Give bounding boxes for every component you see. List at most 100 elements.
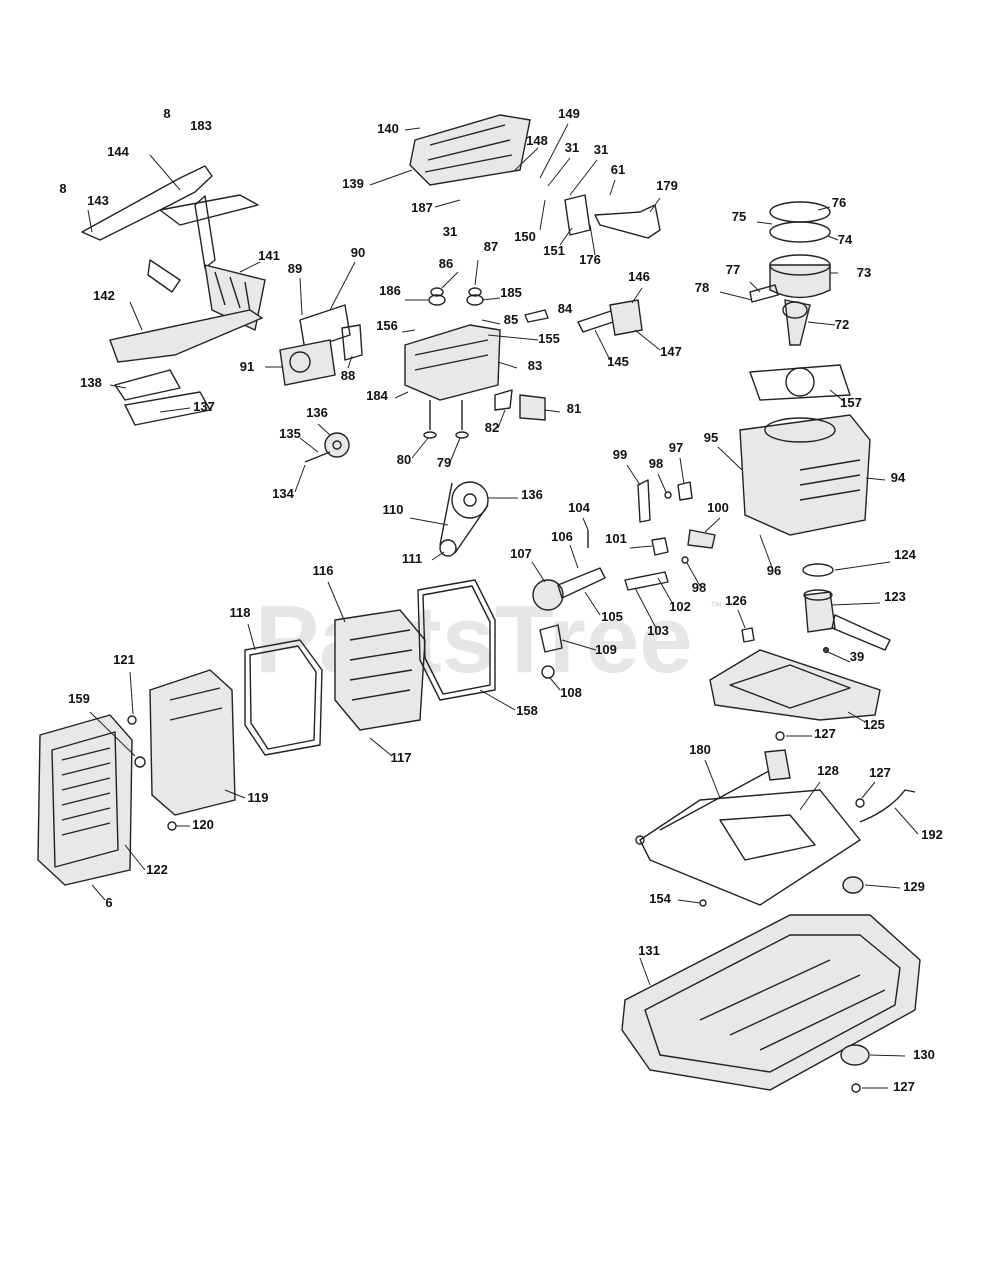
part-callout-187: 187: [411, 200, 433, 215]
part-callout-136: 136: [521, 487, 543, 502]
part-callout-148: 148: [526, 133, 548, 148]
part-callout-121: 121: [113, 652, 135, 667]
part-callout-150: 150: [514, 229, 536, 244]
part-callout-100: 100: [707, 500, 729, 515]
part-callout-6: 6: [105, 895, 112, 910]
part-callout-140: 140: [377, 121, 399, 136]
part-callout-73: 73: [857, 265, 871, 280]
part-callout-135: 135: [279, 426, 301, 441]
part-callout-104: 104: [568, 500, 590, 515]
part-callout-129: 129: [903, 879, 925, 894]
part-callout-134: 134: [272, 486, 294, 501]
part-callout-120: 120: [192, 817, 214, 832]
part-callout-149: 149: [558, 106, 580, 121]
muffler-assembly: [37, 669, 246, 901]
part-callout-108: 108: [560, 685, 582, 700]
part-callout-97: 97: [669, 440, 683, 455]
part-callout-179: 179: [656, 178, 678, 193]
rocker-arm-assembly: [577, 287, 661, 361]
part-callout-106: 106: [551, 529, 573, 544]
part-callout-31: 31: [594, 142, 608, 157]
part-callout-180: 180: [689, 742, 711, 757]
part-callout-176: 176: [579, 252, 601, 267]
part-callout-157: 157: [840, 395, 862, 410]
part-callout-107: 107: [510, 546, 532, 561]
part-callout-127: 127: [814, 726, 836, 741]
part-callout-136: 136: [306, 405, 328, 420]
part-callout-156: 156: [376, 318, 398, 333]
part-callout-159: 159: [68, 691, 90, 706]
part-callout-158: 158: [516, 703, 538, 718]
head-cover-assembly: [369, 114, 598, 196]
part-callout-90: 90: [351, 245, 365, 260]
camshaft-parts: [624, 457, 721, 629]
part-callout-151: 151: [543, 243, 565, 258]
part-callout-82: 82: [485, 420, 499, 435]
cylinder-block: [717, 414, 886, 571]
timing-gear-small: [294, 423, 350, 493]
part-callout-98: 98: [649, 456, 663, 471]
part-callout-105: 105: [601, 609, 623, 624]
part-callout-125: 125: [863, 717, 885, 732]
part-callout-154: 154: [649, 891, 671, 906]
cylinder-head: [394, 259, 561, 463]
part-callout-131: 131: [638, 943, 660, 958]
part-callout-102: 102: [669, 599, 691, 614]
part-callout-85: 85: [504, 312, 518, 327]
part-callout-142: 142: [93, 288, 115, 303]
intake-assembly: [265, 261, 363, 386]
part-callout-74: 74: [838, 232, 853, 247]
part-callout-118: 118: [230, 605, 251, 620]
part-callout-87: 87: [484, 239, 498, 254]
part-callout-72: 72: [835, 317, 849, 332]
part-callout-116: 116: [313, 563, 334, 578]
part-callout-99: 99: [613, 447, 627, 462]
part-callout-126: 126: [725, 593, 747, 608]
part-callout-8: 8: [163, 106, 170, 121]
part-callout-78: 78: [695, 280, 709, 295]
piston-assembly: [719, 201, 851, 403]
part-callout-88: 88: [341, 368, 355, 383]
part-callout-91: 91: [240, 359, 254, 374]
part-callout-186: 186: [379, 283, 401, 298]
part-callout-31: 31: [443, 224, 457, 239]
part-callout-94: 94: [891, 470, 906, 485]
part-callout-146: 146: [628, 269, 650, 284]
part-callout-101: 101: [605, 531, 627, 546]
crankcase-cover: [244, 579, 516, 757]
part-callout-39: 39: [850, 649, 864, 664]
part-callout-117: 117: [391, 750, 412, 765]
part-callout-119: 119: [248, 790, 269, 805]
base-frame: [635, 749, 919, 907]
watermark: PartsTree: [255, 586, 693, 693]
part-callout-8: 8: [59, 181, 66, 196]
part-callout-80: 80: [397, 452, 411, 467]
part-callout-86: 86: [439, 256, 453, 271]
part-callout-95: 95: [704, 430, 718, 445]
part-callout-61: 61: [611, 162, 625, 177]
part-callout-89: 89: [288, 261, 302, 276]
governor-linkage: [434, 179, 661, 256]
part-callout-144: 144: [107, 144, 129, 159]
part-callout-79: 79: [437, 455, 451, 470]
bearing-housing: [737, 561, 891, 663]
part-callout-139: 139: [342, 176, 364, 191]
part-callout-98: 98: [692, 580, 706, 595]
part-callout-81: 81: [567, 401, 581, 416]
part-callout-184: 184: [366, 388, 388, 403]
part-callout-192: 192: [921, 827, 943, 842]
part-callout-124: 124: [894, 547, 916, 562]
timing-belt-assembly: [409, 481, 518, 561]
part-callout-138: 138: [80, 375, 102, 390]
part-callout-123: 123: [884, 589, 906, 604]
part-callout-96: 96: [767, 563, 781, 578]
watermark-trademark: ™: [710, 599, 722, 613]
part-callout-103: 103: [647, 623, 669, 638]
part-callout-141: 141: [258, 248, 280, 263]
part-callout-110: 110: [383, 502, 404, 517]
part-callout-77: 77: [726, 262, 740, 277]
part-callout-147: 147: [660, 344, 682, 359]
engine-mount-plate: [709, 649, 881, 741]
